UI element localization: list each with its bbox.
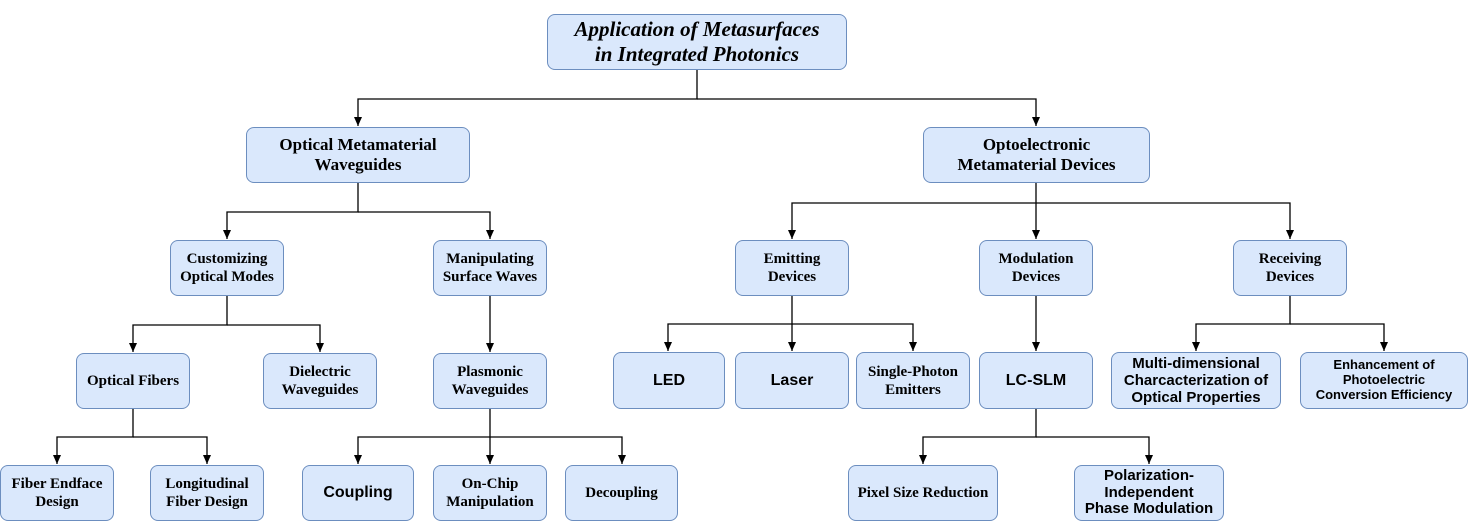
led-node: LED: [613, 352, 725, 409]
led-label: LED: [653, 371, 685, 389]
edge-plasmonic-to-decoupling: [490, 436, 626, 464]
polarization-independent-node: Polarization- Independent Phase Modulati…: [1074, 465, 1224, 521]
optical-metamaterial-waveguides-label: Optical Metamaterial Waveguides: [279, 134, 437, 174]
laser-label: Laser: [770, 371, 814, 389]
photoelectric-conversion-label: Enhancement of Photoelectric Conversion …: [1315, 357, 1453, 402]
lc-slm-node: LC-SLM: [979, 352, 1093, 409]
single-photon-emitters-node: Single-Photon Emitters: [856, 352, 970, 409]
dielectric-waveguides-label: Dielectric Waveguides: [281, 364, 359, 398]
dielectric-waveguides-node: Dielectric Waveguides: [263, 353, 377, 409]
edge-customizing-to-dielectric: [227, 324, 324, 352]
receiving-devices-node: Receiving Devices: [1233, 240, 1347, 296]
optical-metamaterial-waveguides-node: Optical Metamaterial Waveguides: [246, 127, 470, 183]
polarization-independent-label: Polarization- Independent Phase Modulati…: [1084, 466, 1214, 518]
edge-waveguides-to-manipulating: [358, 211, 494, 239]
optoelectronic-metamaterial-devices-label: Optoelectronic Metamaterial Devices: [957, 134, 1116, 174]
edge-root-to-optical-waveguides: [354, 70, 698, 126]
on-chip-manipulation-node: On-Chip Manipulation: [433, 465, 547, 521]
receiving-devices-label: Receiving Devices: [1258, 251, 1322, 285]
optoelectronic-metamaterial-devices-node: Optoelectronic Metamaterial Devices: [923, 127, 1150, 183]
fiber-endface-design-node: Fiber Endface Design: [0, 465, 114, 521]
emitting-devices-label: Emitting Devices: [763, 251, 821, 285]
multidimensional-characterization-node: Multi-dimensional Charcacterization of O…: [1111, 352, 1281, 409]
plasmonic-waveguides-node: Plasmonic Waveguides: [433, 353, 547, 409]
coupling-node: Coupling: [302, 465, 414, 521]
on-chip-manipulation-label: On-Chip Manipulation: [446, 476, 534, 510]
emitting-devices-node: Emitting Devices: [735, 240, 849, 296]
edge-customizing-to-fibers: [129, 296, 228, 352]
modulation-devices-label: Modulation Devices: [998, 251, 1074, 285]
root-label: Application of Metasurfaces in Integrate…: [574, 16, 820, 66]
customizing-optical-modes-label: Customizing Optical Modes: [180, 251, 274, 285]
optical-fibers-node: Optical Fibers: [76, 353, 190, 409]
edge-plasmonic-to-coupling: [354, 409, 491, 464]
multidimensional-characterization-label: Multi-dimensional Charcacterization of O…: [1123, 354, 1269, 407]
longitudinal-fiber-design-node: Longitudinal Fiber Design: [150, 465, 264, 521]
photoelectric-conversion-node: Enhancement of Photoelectric Conversion …: [1300, 352, 1468, 409]
manipulating-surface-waves-node: Manipulating Surface Waves: [433, 240, 547, 296]
optical-fibers-label: Optical Fibers: [86, 373, 180, 389]
laser-node: Laser: [735, 352, 849, 409]
decoupling-node: Decoupling: [565, 465, 678, 521]
edge-devices-to-receiving: [1036, 202, 1294, 239]
edge-fibers-to-endface: [53, 409, 134, 464]
edge-root-to-optoelectronic-devices: [697, 98, 1040, 126]
edge-waveguides-to-customizing: [223, 183, 359, 239]
root-node: Application of Metasurfaces in Integrate…: [547, 14, 847, 70]
longitudinal-fiber-design-label: Longitudinal Fiber Design: [165, 476, 249, 510]
single-photon-emitters-label: Single-Photon Emitters: [867, 363, 958, 398]
pixel-size-reduction-label: Pixel Size Reduction: [857, 485, 989, 501]
decoupling-label: Decoupling: [585, 485, 658, 501]
coupling-label: Coupling: [323, 484, 393, 502]
customizing-optical-modes-node: Customizing Optical Modes: [170, 240, 284, 296]
manipulating-surface-waves-label: Manipulating Surface Waves: [442, 251, 538, 285]
lc-slm-label: LC-SLM: [1005, 371, 1067, 389]
edge-lcslm-to-polarization: [1036, 436, 1153, 464]
edge-emitting-to-single-photon: [792, 323, 917, 351]
edge-receiving-to-photoelectric: [1290, 323, 1388, 351]
edge-emitting-to-led: [664, 296, 793, 351]
pixel-size-reduction-node: Pixel Size Reduction: [848, 465, 998, 521]
edge-receiving-to-multidimensional: [1192, 296, 1291, 351]
fiber-endface-design-label: Fiber Endface Design: [11, 476, 103, 510]
edge-fibers-to-longitudinal: [133, 436, 211, 464]
edge-devices-to-emitting: [788, 183, 1037, 239]
modulation-devices-node: Modulation Devices: [979, 240, 1093, 296]
edge-lcslm-to-pixel: [919, 409, 1037, 464]
plasmonic-waveguides-label: Plasmonic Waveguides: [451, 364, 529, 398]
